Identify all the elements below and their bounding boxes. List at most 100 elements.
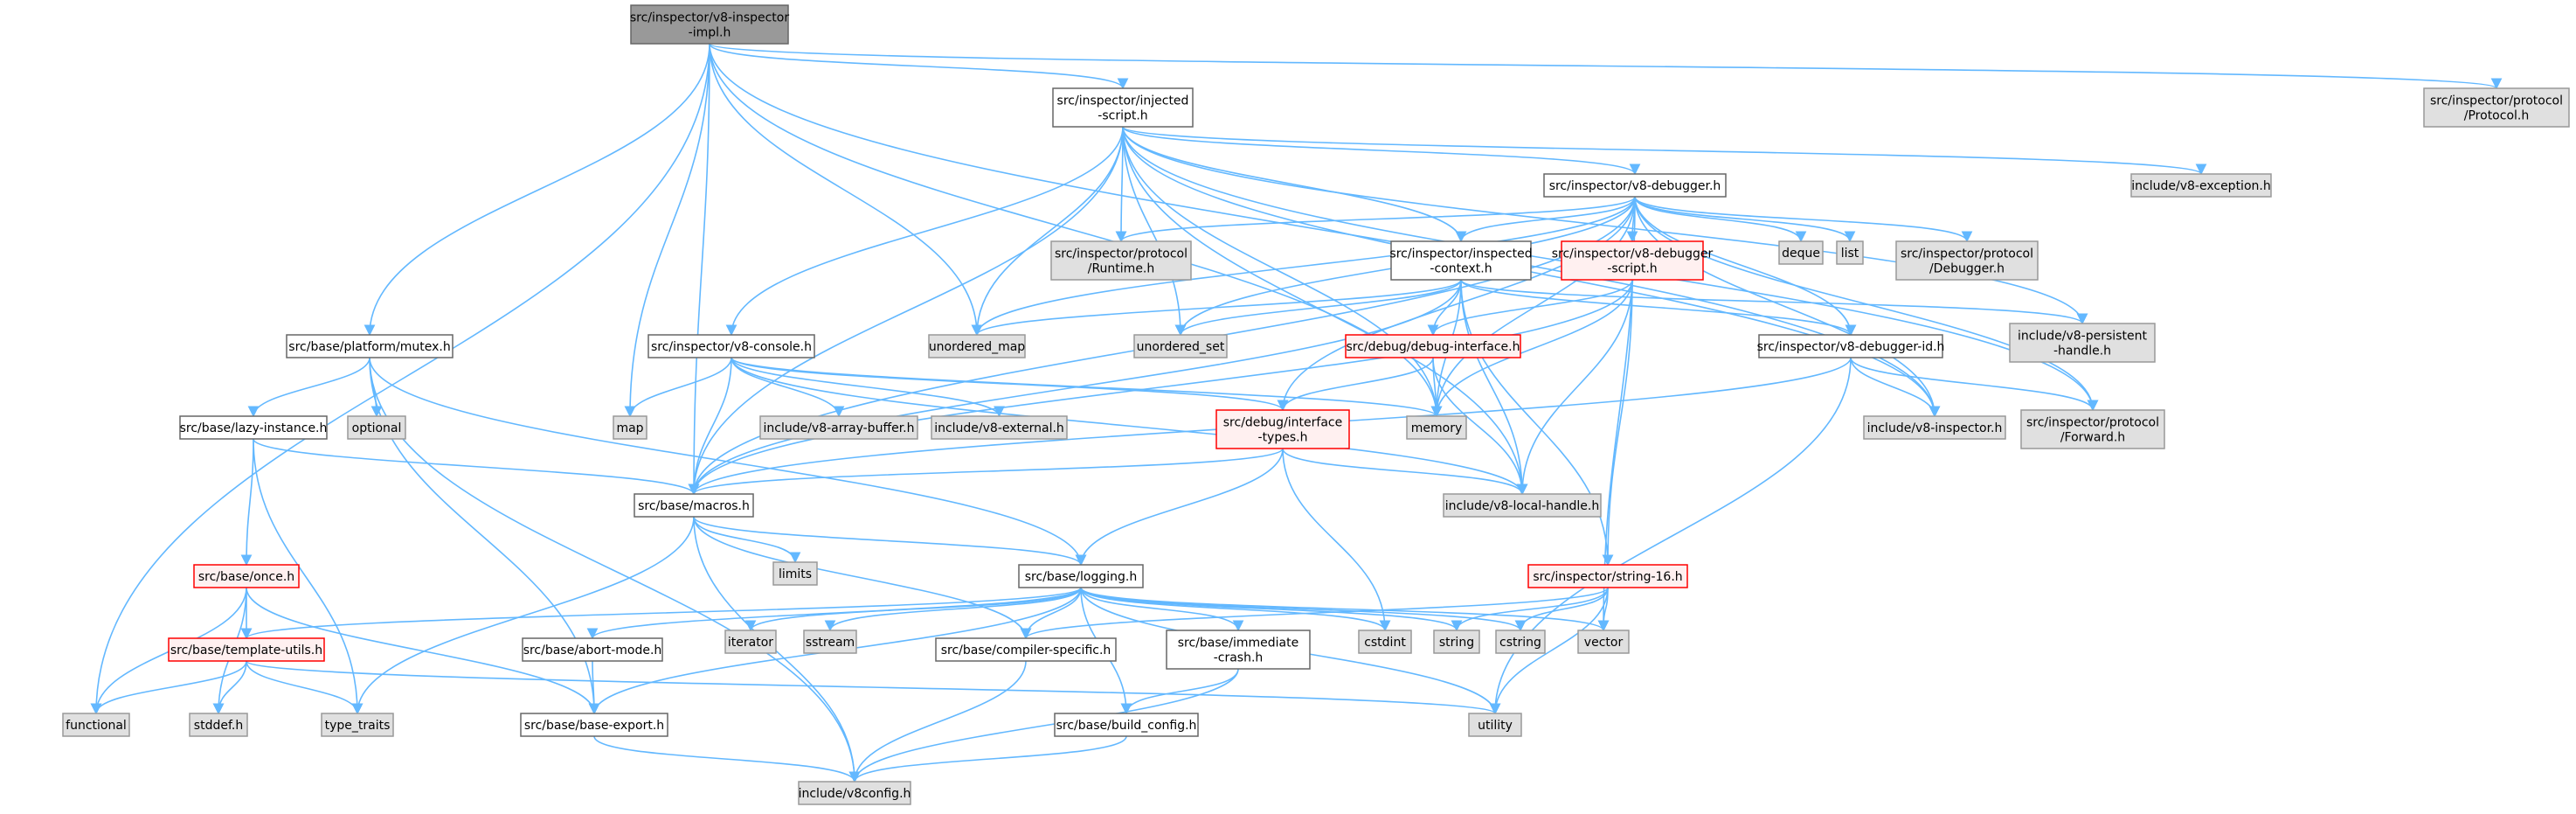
node-stddef[interactable]: stddef.h bbox=[189, 713, 248, 737]
node-protocol-debugger[interactable]: src/inspector/protocol/Debugger.h bbox=[1895, 240, 2039, 281]
node-debug-interface[interactable]: src/debug/debug-interface.h bbox=[1345, 334, 1521, 358]
edge-v8_debugger-to-protocol_runtime bbox=[1115, 196, 1636, 243]
node-v8-external[interactable]: include/v8-external.h bbox=[931, 415, 1068, 440]
edge-inspected_context-to-v8_persistent_handle bbox=[1460, 279, 2088, 325]
node-macros[interactable]: src/base/macros.h bbox=[634, 493, 754, 518]
edge-v8_debugger-to-v8_debugger_id bbox=[1634, 196, 1857, 337]
node-box bbox=[1495, 630, 1546, 654]
node-base-export[interactable]: src/base/base-export.h bbox=[520, 713, 668, 737]
edge-v8_inspector_impl-to-map bbox=[624, 43, 710, 418]
node-box bbox=[935, 637, 1117, 662]
node-box bbox=[1836, 240, 1864, 265]
node-template-utils[interactable]: src/base/template-utils.h bbox=[168, 637, 325, 662]
edge-v8_inspector_impl-to-v8_inspector_h bbox=[709, 43, 1941, 418]
edge-inspected_context-to-v8_debugger_id bbox=[1460, 279, 1857, 337]
node-v8-inspector-h[interactable]: include/v8-inspector.h bbox=[1863, 415, 2006, 440]
edge-v8_console-to-v8_local_handle bbox=[731, 357, 1528, 496]
node-list[interactable]: list bbox=[1836, 240, 1864, 265]
node-inspected-context[interactable]: src/inspector/inspected-context.h bbox=[1389, 240, 1533, 281]
node-v8-exception[interactable]: include/v8-exception.h bbox=[2130, 173, 2272, 198]
edge-interface_types-to-cstdint bbox=[1282, 448, 1391, 632]
node-v8-debugger-script[interactable]: src/inspector/v8-debugger-script.h bbox=[1552, 240, 1714, 281]
node-label: sstream bbox=[806, 636, 855, 650]
node-optional[interactable]: optional bbox=[347, 415, 406, 440]
node-logging[interactable]: src/base/logging.h bbox=[1018, 564, 1144, 588]
node-label: functional bbox=[66, 719, 127, 733]
node-v8-debugger-id[interactable]: src/inspector/v8-debugger-id.h bbox=[1757, 334, 1945, 358]
node-v8-debugger[interactable]: src/inspector/v8-debugger.h bbox=[1543, 173, 1727, 198]
node-label: src/base/abort-mode.h bbox=[523, 644, 662, 657]
node-protocol-protocol[interactable]: src/inspector/protocol/Protocol.h bbox=[2423, 87, 2570, 128]
node-box bbox=[1543, 173, 1727, 198]
edge-interface_types-to-v8_local_handle bbox=[1282, 448, 1528, 496]
edge-v8_debugger-to-protocol_forward bbox=[1634, 196, 2099, 412]
node-box bbox=[520, 713, 668, 737]
node-deque[interactable]: deque bbox=[1778, 240, 1824, 265]
node-cstdint[interactable]: cstdint bbox=[1358, 630, 1412, 654]
node-v8-local-handle[interactable]: include/v8-local-handle.h bbox=[1443, 493, 1602, 518]
node-label: /Protocol.h bbox=[2464, 109, 2529, 123]
node-memory[interactable]: memory bbox=[1406, 415, 1467, 440]
node-string-16[interactable]: src/inspector/string-16.h bbox=[1527, 564, 1688, 588]
edge-logging-to-iterator bbox=[744, 587, 1082, 632]
node-build-config[interactable]: src/base/build_config.h bbox=[1054, 713, 1199, 737]
node-box bbox=[1778, 240, 1824, 265]
node-unordered-set[interactable]: unordered_set bbox=[1133, 334, 1228, 358]
node-label: map bbox=[616, 421, 643, 435]
node-box bbox=[1052, 87, 1194, 128]
edge-v8_debugger_script-to-memory bbox=[1430, 279, 1633, 418]
node-iterator[interactable]: iterator bbox=[724, 630, 777, 654]
edge-mutex-to-lazy_instance bbox=[247, 357, 370, 418]
node-utility[interactable]: utility bbox=[1468, 713, 1522, 737]
node-label: src/base/compiler-specific.h bbox=[941, 644, 1111, 657]
node-box bbox=[647, 334, 815, 358]
edge-injected_script-to-memory bbox=[1122, 126, 1443, 418]
node-mutex[interactable]: src/base/platform/mutex.h bbox=[286, 334, 454, 358]
node-label: src/base/once.h bbox=[198, 570, 294, 584]
edge-injected_script-to-inspected_context bbox=[1122, 126, 1467, 243]
edge-v8_console-to-macros bbox=[688, 357, 732, 496]
node-lazy-instance[interactable]: src/base/lazy-instance.h bbox=[179, 415, 328, 440]
node-abort-mode[interactable]: src/base/abort-mode.h bbox=[522, 637, 663, 662]
node-label: utility bbox=[1478, 719, 1513, 733]
node-label: src/inspector/injected bbox=[1057, 94, 1189, 108]
node-immediate-crash[interactable]: src/base/immediate-crash.h bbox=[1166, 630, 1311, 670]
node-box bbox=[1468, 713, 1522, 737]
edge-v8_inspector_impl-to-macros bbox=[688, 43, 710, 496]
edge-once-to-base_export bbox=[246, 587, 600, 715]
node-string[interactable]: string bbox=[1433, 630, 1480, 654]
node-injected-script[interactable]: src/inspector/injected-script.h bbox=[1052, 87, 1194, 128]
node-vector[interactable]: vector bbox=[1577, 630, 1630, 654]
node-protocol-forward[interactable]: src/inspector/protocol/Forward.h bbox=[2020, 409, 2165, 449]
node-label: src/base/build_config.h bbox=[1056, 719, 1197, 733]
node-functional[interactable]: functional bbox=[62, 713, 130, 737]
node-label: src/inspector/v8-debugger-id.h bbox=[1757, 340, 1945, 354]
node-label: src/inspector/protocol bbox=[2430, 94, 2563, 108]
node-v8-inspector-impl[interactable]: src/inspector/v8-inspector-impl.h bbox=[630, 4, 789, 45]
node-once[interactable]: src/base/once.h bbox=[193, 564, 300, 588]
node-interface-types[interactable]: src/debug/interface-types.h bbox=[1215, 409, 1350, 449]
node-box bbox=[1577, 630, 1630, 654]
node-map[interactable]: map bbox=[613, 415, 647, 440]
node-box bbox=[630, 4, 789, 45]
node-type-traits[interactable]: type_traits bbox=[321, 713, 394, 737]
node-v8-console[interactable]: src/inspector/v8-console.h bbox=[647, 334, 815, 358]
node-cstring[interactable]: cstring bbox=[1495, 630, 1546, 654]
node-compiler-specific[interactable]: src/base/compiler-specific.h bbox=[935, 637, 1117, 662]
node-label: src/inspector/protocol bbox=[1901, 247, 2033, 261]
node-v8-persistent-handle[interactable]: include/v8-persistent-handle.h bbox=[2009, 323, 2156, 363]
node-label: -impl.h bbox=[689, 26, 731, 40]
node-limits[interactable]: limits bbox=[772, 561, 818, 586]
edge-logging-to-cstring bbox=[1080, 587, 1527, 632]
edge-injected_script-to-unordered_set bbox=[1122, 126, 1187, 337]
node-label: unordered_set bbox=[1137, 340, 1225, 354]
node-v8config[interactable]: include/v8config.h bbox=[798, 781, 911, 805]
node-protocol-runtime[interactable]: src/inspector/protocol/Runtime.h bbox=[1050, 240, 1192, 281]
edge-v8_debugger_id-to-protocol_forward bbox=[1850, 357, 2099, 412]
node-unordered-map[interactable]: unordered_map bbox=[928, 334, 1026, 358]
node-box bbox=[347, 415, 406, 440]
node-v8-array-buffer[interactable]: include/v8-array-buffer.h bbox=[759, 415, 918, 440]
node-sstream[interactable]: sstream bbox=[803, 630, 857, 654]
node-label: src/base/template-utils.h bbox=[170, 644, 322, 657]
node-label: src/inspector/inspected bbox=[1389, 247, 1532, 261]
